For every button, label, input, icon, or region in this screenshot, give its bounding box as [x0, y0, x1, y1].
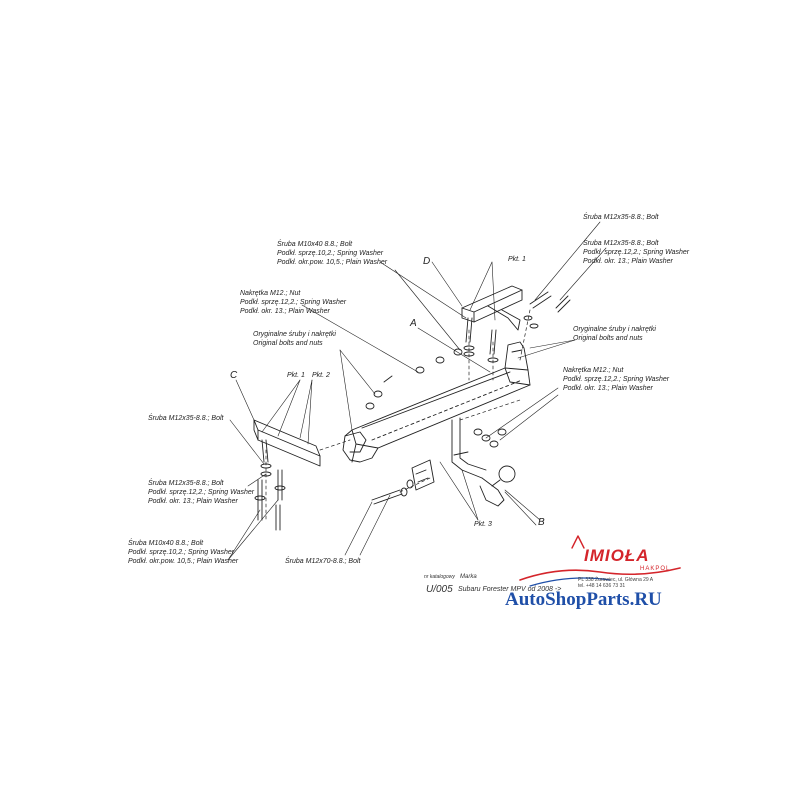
label-bolt-set-right: Śruba M12x35-8.8.; Bolt Podkł. sprzę.12,… [583, 240, 690, 265]
fasteners [254, 291, 571, 531]
pkt-1-top: Pkt. 1 [508, 256, 526, 263]
bracket-c [253, 419, 321, 467]
pkt-1-left: Pkt. 1 [287, 372, 305, 379]
label-bolt-set-top: Śruba M10x40 8.8.; Bolt Podkł. sprzę.10,… [277, 241, 388, 266]
assembly-lines [265, 309, 531, 521]
socket-plate [411, 459, 435, 491]
label-original-right: Oryginalne śruby i nakrętki Original bol… [573, 326, 656, 342]
logo-swoosh [519, 535, 681, 587]
crossbar [342, 341, 531, 463]
label-bolt-m12x70: Śruba M12x70-8.8.; Bolt [285, 558, 361, 565]
bracket-d [461, 285, 523, 331]
pkt-3: Pkt. 3 [474, 521, 492, 528]
label-nut-set-left: Nakrętka M12.; Nut Podkł. sprzę.12,2.; S… [240, 290, 347, 315]
part-letter-b: B [538, 517, 545, 528]
label-bolt-left: Śruba M12x35-8.8.; Bolt [148, 415, 224, 422]
brand-address: PL 338 Żurawiec, ul. Główna 29 A tel. +4… [578, 577, 654, 589]
brand-label: Marka [460, 574, 477, 580]
part-letter-a: A [410, 318, 417, 329]
pkt-2: Pkt. 2 [312, 372, 330, 379]
label-nut-set-right: Nakrętka M12.; Nut Podkł. sprzę.12,2.; S… [563, 367, 670, 392]
label-bolt-top-right: Śruba M12x35-8.8.; Bolt [583, 214, 659, 221]
part-letter-c: C [230, 370, 238, 381]
site-watermark: AutoShopParts.RU [505, 589, 662, 610]
vehicle-model: Subaru Forester MPV od 2008 -> [458, 586, 562, 593]
brand-logo-sub: HAKPOL [640, 566, 671, 572]
tow-ball-arm [451, 417, 516, 507]
label-bolt-set-bottom-left: Śruba M10x40 8.8.; Bolt Podkł. sprzę.10,… [128, 540, 239, 565]
catalog-code: U/005 [426, 584, 453, 595]
catalog-label: nr katalogowy [424, 574, 455, 580]
part-letter-d: D [423, 256, 431, 267]
label-bolt-set-left: Śruba M12x35-8.8.; Bolt Podkł. sprzę.12,… [148, 480, 255, 505]
leader-lines [227, 221, 607, 561]
brand-logo: IMIOŁA [584, 546, 650, 565]
label-original-left: Oryginalne śruby i nakrętki Original bol… [253, 331, 336, 347]
